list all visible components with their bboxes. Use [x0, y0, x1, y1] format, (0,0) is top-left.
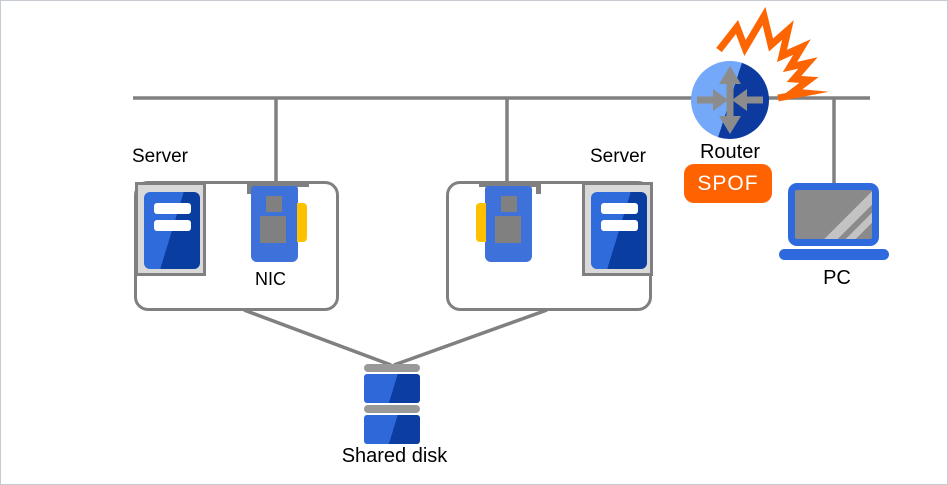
tower-slot	[601, 220, 638, 231]
tower-slot	[154, 203, 191, 214]
server-tower-icon-left	[135, 182, 206, 276]
explosion-icon	[716, 6, 829, 102]
server-tower-icon-right	[582, 182, 653, 276]
disk-line-server-right	[393, 308, 548, 367]
laptop-screen	[788, 183, 879, 246]
tower-slot	[601, 203, 638, 214]
laptop-base	[779, 249, 889, 260]
tower-slot	[154, 220, 191, 231]
tower-body	[144, 192, 200, 269]
spof-badge: SPOF	[684, 164, 772, 203]
pc-label: PC	[823, 267, 851, 289]
tower-body	[591, 192, 647, 269]
shared-disk-label: Shared disk	[341, 445, 448, 467]
server-right-label: Server	[590, 146, 646, 167]
nic-label: NIC	[255, 269, 286, 289]
router-arrows-icon	[697, 66, 763, 134]
router-label: Router	[699, 141, 761, 163]
server-left-label: Server	[132, 146, 188, 167]
disk-line-server-left	[243, 308, 392, 367]
router-icon	[691, 61, 769, 139]
